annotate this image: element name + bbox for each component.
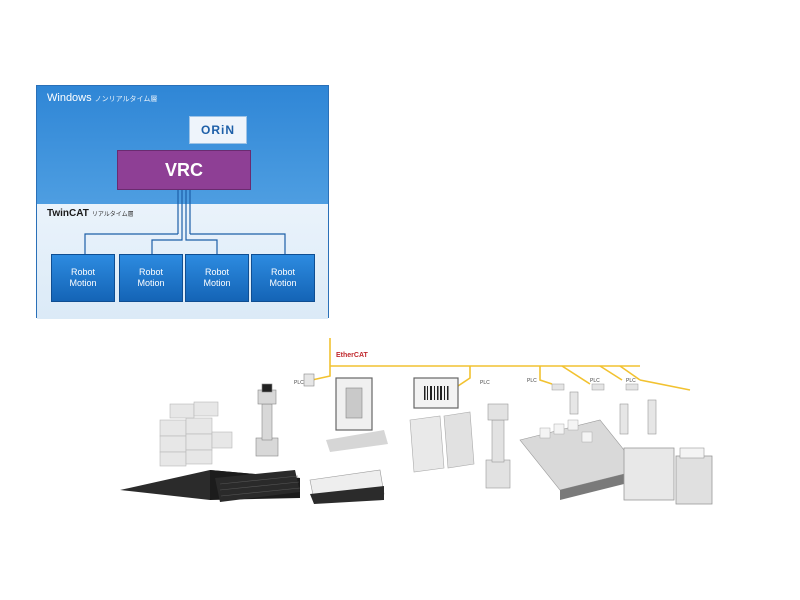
windows-title: Windows — [47, 92, 92, 104]
plc-label: PLC — [294, 380, 304, 386]
robot-arm — [255, 383, 279, 457]
robot-motion-block: Robot Motion — [251, 254, 315, 302]
conveyor-line — [519, 419, 641, 500]
plc-label: PLC — [527, 378, 537, 384]
factory-line-illustration: PLC PLC PLC PLC PLC — [120, 338, 713, 505]
windows-sub-label: ノンリアルタイム層 — [94, 96, 158, 103]
robot-arm — [569, 391, 657, 435]
twincat-sub-label: リアルタイム層 — [91, 212, 134, 218]
plc-label: PLC — [590, 378, 600, 384]
ethercat-bus — [311, 338, 691, 391]
robot-motion-block: Robot Motion — [51, 254, 115, 302]
robot-motion-block: Robot Motion — [119, 254, 183, 302]
plc-label: PLC — [626, 378, 636, 384]
robot-motion-block: Robot Motion — [185, 254, 249, 302]
plc-label: PLC — [480, 380, 490, 386]
ethercat-logo: EtherCAT — [336, 352, 368, 359]
io-module — [551, 383, 639, 391]
cabinet — [623, 447, 713, 505]
orin-box: ORiN — [189, 116, 247, 144]
black-pallet — [215, 470, 301, 502]
vrc-box: VRC — [117, 150, 251, 190]
barcode-station — [409, 377, 475, 473]
robot-arm — [485, 403, 511, 489]
vision-station — [303, 373, 388, 504]
connector-lines — [84, 190, 286, 254]
twincat-title: TwinCAT — [47, 208, 89, 219]
